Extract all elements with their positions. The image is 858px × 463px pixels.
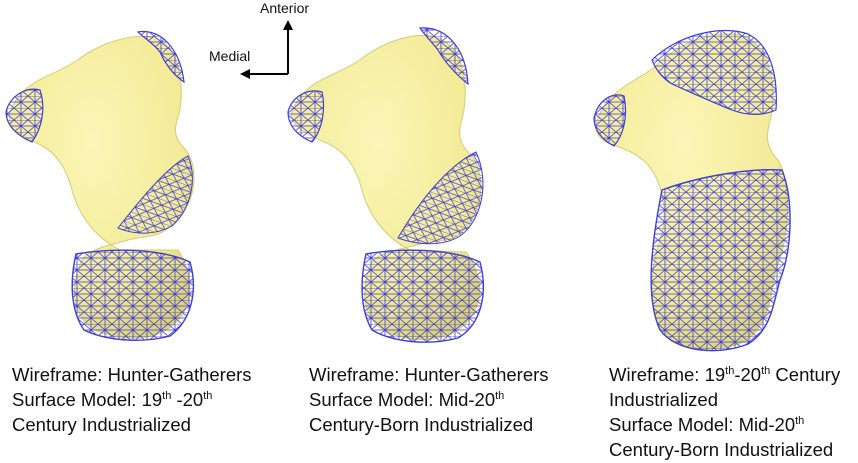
caption-panel-1: Wireframe: Hunter-Gatherers Surface Mode… bbox=[12, 362, 252, 437]
bone-model-1 bbox=[5, 30, 195, 341]
caption-1-line-2-text-a: Surface Model: 19 bbox=[12, 389, 163, 410]
wireframe-toe-2 bbox=[287, 90, 325, 143]
wireframe-toe-1 bbox=[5, 88, 44, 143]
anterior-arrow-head bbox=[283, 20, 293, 30]
caption-2-line-3: Century-Born Industrialized bbox=[309, 414, 534, 435]
caption-1-sup-b: th bbox=[203, 389, 213, 402]
caption-1-line-3: Century Industrialized bbox=[12, 414, 191, 435]
caption-2-line-1: Wireframe: Hunter-Gatherers bbox=[309, 364, 549, 385]
wireframe-base-2 bbox=[361, 249, 485, 343]
orientation-arrows bbox=[240, 20, 293, 79]
caption-3-line-2: Industrialized bbox=[609, 389, 719, 410]
caption-3-sup-b: th bbox=[761, 364, 771, 377]
caption-3-line-1-text-b: -20 bbox=[734, 364, 762, 385]
caption-3-line-1: Wireframe: 19th-20th Century bbox=[609, 362, 840, 387]
wireframe-toe-3 bbox=[593, 94, 627, 147]
medial-label: Medial bbox=[209, 48, 251, 64]
wireframe-base-1 bbox=[71, 249, 195, 341]
bone-model-3 bbox=[593, 29, 791, 352]
wireframe-top-3 bbox=[651, 29, 777, 116]
caption-2-line-2: Surface Model: Mid-20th bbox=[309, 387, 549, 412]
caption-1-line-1: Wireframe: Hunter-Gatherers bbox=[12, 364, 252, 385]
wireframe-body-3 bbox=[650, 169, 791, 352]
caption-3-sup-c: th bbox=[795, 414, 805, 427]
caption-3-line-4: Century-Born Industrialized bbox=[609, 439, 834, 460]
caption-1-sup-a: th bbox=[162, 389, 172, 402]
caption-panel-2: Wireframe: Hunter-Gatherers Surface Mode… bbox=[309, 362, 549, 437]
caption-2-sup: th bbox=[495, 389, 505, 402]
bone-model-2 bbox=[287, 27, 485, 343]
wireframe-top-2 bbox=[418, 27, 469, 86]
wireframe-middle-2 bbox=[397, 151, 484, 245]
bone-models-figure bbox=[5, 27, 791, 352]
caption-3-line-1-text-a: Wireframe: 19 bbox=[609, 364, 726, 385]
caption-3-line-3: Surface Model: Mid-20th bbox=[609, 412, 840, 437]
caption-panel-3: Wireframe: 19th-20th Century Industriali… bbox=[609, 362, 840, 462]
caption-1-line-2: Surface Model: 19th -20th bbox=[12, 387, 252, 412]
caption-1-line-2-text-b: -20 bbox=[171, 389, 204, 410]
orientation-indicator: Anterior Medial bbox=[200, 0, 320, 90]
medial-arrow-head bbox=[240, 69, 250, 79]
caption-3-line-3-text: Surface Model: Mid-20 bbox=[609, 414, 796, 435]
wireframe-top-1 bbox=[136, 30, 185, 84]
caption-3-line-1-text-c: Century bbox=[770, 364, 841, 385]
wireframe-middle-1 bbox=[117, 155, 193, 234]
anterior-label: Anterior bbox=[260, 0, 310, 16]
caption-2-line-2-text: Surface Model: Mid-20 bbox=[309, 389, 496, 410]
caption-3-sup-a: th bbox=[725, 364, 735, 377]
